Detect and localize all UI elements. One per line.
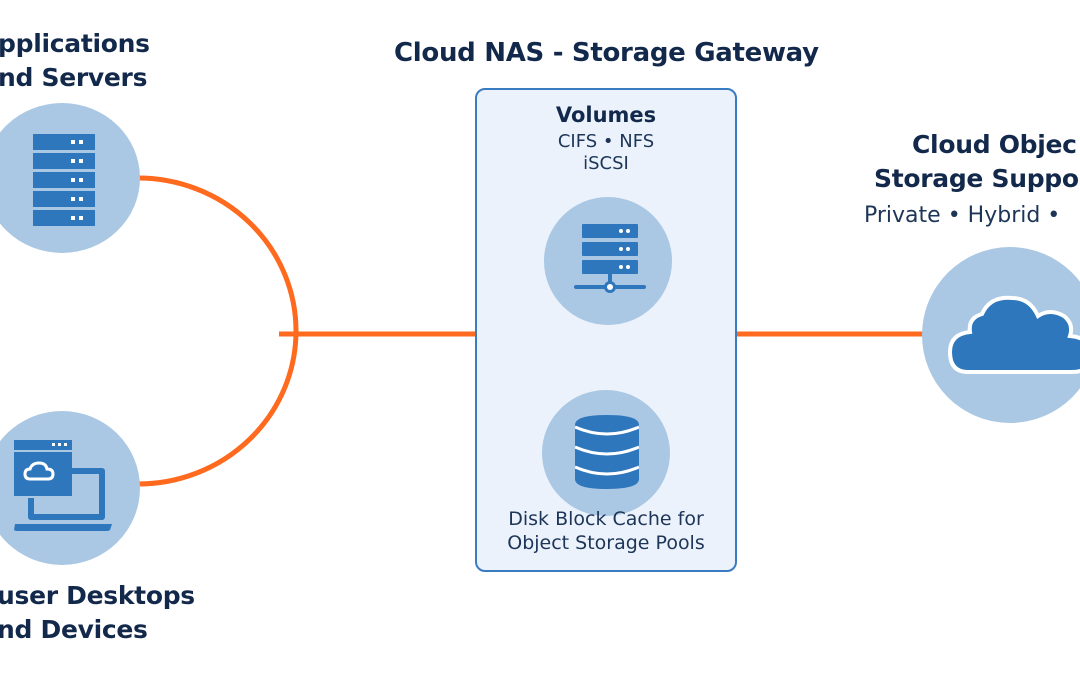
cloud-storage-types: Private • Hybrid • — [864, 203, 1061, 228]
cache-label-line2: Object Storage Pools — [507, 532, 705, 554]
cloud-storage-label-line1: Cloud Objec — [912, 130, 1077, 159]
protocols-line1: CIFS • NFS — [557, 131, 655, 152]
laptop-cloud-window-icon — [12, 438, 112, 531]
network-server-icon — [574, 224, 646, 293]
database-icon — [575, 415, 639, 489]
user-desktops-label-line2: nd Devices — [0, 615, 148, 644]
diagram-title: Cloud NAS - Storage Gateway — [394, 38, 819, 68]
volumes-title: Volumes — [555, 103, 657, 127]
user-desktops-node — [0, 411, 140, 565]
user-desktops-label: user Desktops nd Devices — [0, 579, 195, 647]
cloud-storage-label: Cloud Objec Storage Suppo — [874, 128, 1079, 196]
cloud-icon — [947, 295, 1080, 374]
cache-label-line1: Disk Block Cache for — [508, 508, 704, 530]
applications-servers-label: pplications nd Servers — [0, 27, 150, 95]
applications-servers-label-line2: nd Servers — [0, 63, 148, 92]
server-rack-icon — [33, 134, 95, 226]
cache-node — [542, 390, 670, 516]
client-arc-connector — [137, 175, 299, 487]
applications-servers-node — [0, 103, 140, 253]
applications-servers-label-line1: pplications — [0, 29, 150, 58]
user-desktops-label-line1: user Desktops — [0, 581, 195, 610]
cloud-storage-node — [922, 247, 1080, 423]
storage-gateway-box: Volumes CIFS • NFS iSCSI — [475, 88, 737, 572]
protocols-line2: iSCSI — [583, 153, 629, 174]
volumes-node — [544, 197, 672, 325]
cloud-storage-label-line2: Storage Suppo — [874, 164, 1079, 193]
